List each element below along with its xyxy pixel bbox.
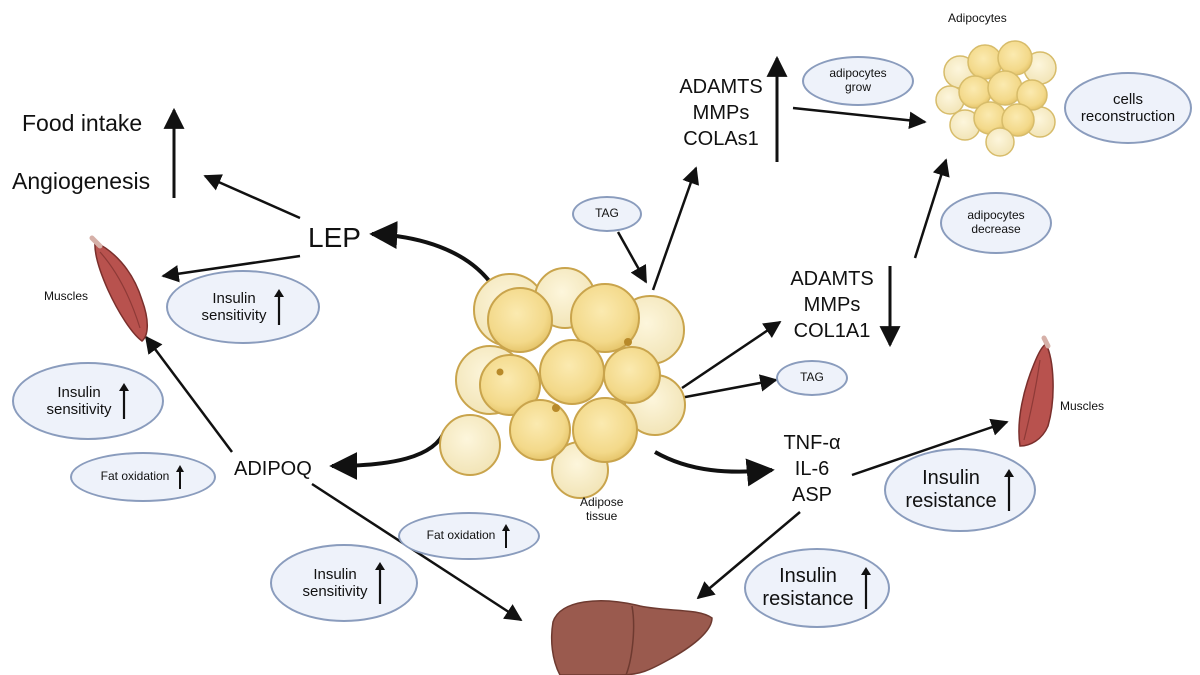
fat-oxidation-mid-pill: Fat oxidation <box>398 512 540 560</box>
tissue-to-adipoq-arrow <box>329 429 447 480</box>
insulin-resistance-bottom-pill: Insulin resistance <box>744 548 890 628</box>
tissue-to-lep-arrow <box>369 221 492 284</box>
cytokine-stack: TNF-α IL-6 ASP <box>772 430 852 508</box>
up-arrow-icon <box>176 465 185 489</box>
adipocytes-decrease-pill: adipocytes decrease <box>940 192 1052 254</box>
insulin-sensitivity-left-pill: Insulin sensitivity <box>12 362 164 440</box>
muscle-left-illustration <box>89 235 148 342</box>
tissue-to-top-stack-arrow <box>651 166 700 291</box>
adipose-tissue-label: Adipose tissue <box>580 495 624 523</box>
insulin-resistance-right-pill: Insulin resistance <box>884 448 1036 532</box>
angiogenesis-label: Angiogenesis <box>12 168 151 194</box>
mid-stack-item: MMPs <box>803 294 861 316</box>
up-arrow-icon <box>502 524 511 548</box>
top-stack-item: COLAs1 <box>683 128 759 150</box>
food-intake-label: Food intake <box>22 110 143 136</box>
liver-illustration <box>550 600 713 675</box>
top-stack-item: ADAMTS <box>679 76 763 98</box>
muscles-left-label: Muscles <box>44 289 89 303</box>
up-arrow-icon <box>374 562 385 604</box>
mid-stack-to-adipocytes-arrow <box>913 158 950 259</box>
top-stack-item: MMPs <box>692 102 750 124</box>
lep-to-effects-arrow <box>203 174 301 220</box>
tissue-to-mid-stack-arrow <box>681 320 782 390</box>
adipocytes-cluster <box>935 40 1057 157</box>
lep-label: LEP <box>308 222 361 253</box>
adipose-tissue-cluster <box>439 267 686 499</box>
tissue-to-cytokines-arrow <box>654 450 775 487</box>
mid-factor-stack: ADAMTS MMPs COL1A1 <box>778 266 886 344</box>
tag-pill-top: TAG <box>572 196 642 232</box>
up-arrow-icon <box>1003 469 1014 511</box>
cytokine-item: IL-6 <box>794 458 830 480</box>
cytokines-to-liver-arrow <box>696 511 801 600</box>
cytokine-item: TNF-α <box>783 432 841 454</box>
top-factor-stack: ADAMTS MMPs COLAs1 <box>668 74 774 152</box>
cytokine-item: ASP <box>791 484 833 506</box>
to-adipocytes-arrow <box>792 106 927 130</box>
tag-to-tissue-arrow <box>616 231 648 284</box>
mid-stack-item: ADAMTS <box>790 268 874 290</box>
adipocytes-title: Adipocytes <box>948 11 1007 25</box>
adipocytes-grow-pill: adipocytes grow <box>802 56 914 106</box>
mid-stack-item: COL1A1 <box>793 320 871 342</box>
tag-pill-mid: TAG <box>776 360 848 396</box>
up-arrow-icon <box>860 567 871 609</box>
up-arrow-icon <box>273 289 284 325</box>
adipoq-to-muscles-arrow <box>144 335 234 453</box>
cells-reconstruction-pill: cells reconstruction <box>1064 72 1192 144</box>
up-arrow-icon <box>118 383 129 419</box>
muscle-right-illustration <box>1018 335 1054 447</box>
insulin-sensitivity-bottom-pill: Insulin sensitivity <box>270 544 418 622</box>
fat-oxidation-left-pill: Fat oxidation <box>70 452 216 502</box>
muscles-right-label: Muscles <box>1060 399 1105 413</box>
insulin-sensitivity-lep-pill: Insulin sensitivity <box>166 270 320 344</box>
tissue-to-tag-arrow <box>679 374 778 400</box>
adipoq-label: ADIPOQ <box>234 458 312 480</box>
cytokines-to-muscles-arrow <box>851 418 1009 477</box>
lep-to-muscles-arrow <box>161 254 301 283</box>
